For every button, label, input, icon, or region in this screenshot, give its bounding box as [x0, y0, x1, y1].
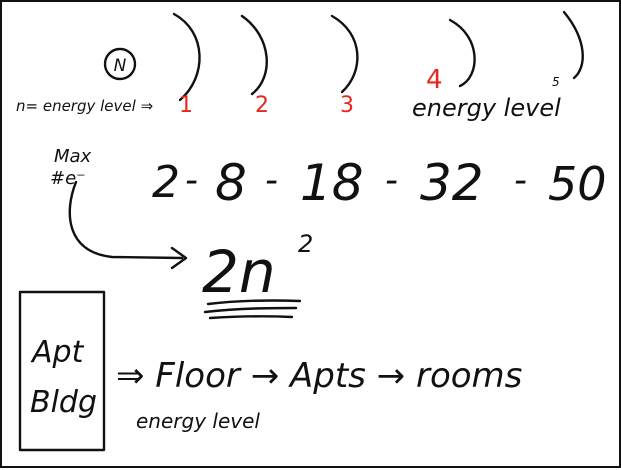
- electron-count-4: 32: [420, 154, 484, 212]
- arrow-to-formula-head: [170, 246, 188, 270]
- energy-level-label-right: energy level: [412, 94, 561, 122]
- formula-underline-3: [208, 315, 294, 320]
- energy-arc-1: [172, 12, 201, 102]
- electron-count-3: 18: [300, 154, 364, 212]
- dash-3: -: [385, 160, 398, 201]
- formula-exponent: 2: [298, 230, 313, 258]
- n-definition-label: n= energy level ⇒: [16, 97, 153, 115]
- max-label: Max #e⁻: [50, 146, 97, 189]
- nucleus-label: N: [114, 56, 127, 76]
- energy-arc-3: [330, 14, 359, 94]
- arrow-to-formula: [68, 180, 184, 260]
- level-number-3: 3: [340, 93, 354, 118]
- electron-count-1: 2: [152, 157, 180, 208]
- electron-count-5: 50: [548, 157, 607, 211]
- level-number-1: 1: [179, 93, 193, 118]
- analogy-text: ⇒ Floor → Apts → rooms: [116, 356, 522, 396]
- electron-count-2: 8: [215, 154, 247, 212]
- formula-base: 2n: [202, 238, 276, 306]
- apt-building-box: [18, 290, 106, 452]
- energy-arc-4: [448, 18, 476, 88]
- formula-underline-2: [203, 306, 298, 314]
- formula-underline-1: [206, 299, 302, 306]
- dash-4: -: [514, 160, 527, 201]
- energy-level-label-bottom: energy level: [136, 409, 260, 433]
- dash-2: -: [265, 160, 278, 201]
- bldg-label: Bldg: [30, 385, 97, 420]
- energy-arc-2: [240, 14, 268, 96]
- apt-label: Apt: [30, 335, 85, 370]
- level-number-5: 5: [552, 75, 560, 89]
- dash-1: -: [185, 160, 198, 201]
- energy-arc-5: [562, 10, 584, 80]
- level-number-2: 2: [255, 93, 269, 118]
- nucleus-circle: [103, 47, 137, 81]
- level-number-4: 4: [426, 65, 443, 95]
